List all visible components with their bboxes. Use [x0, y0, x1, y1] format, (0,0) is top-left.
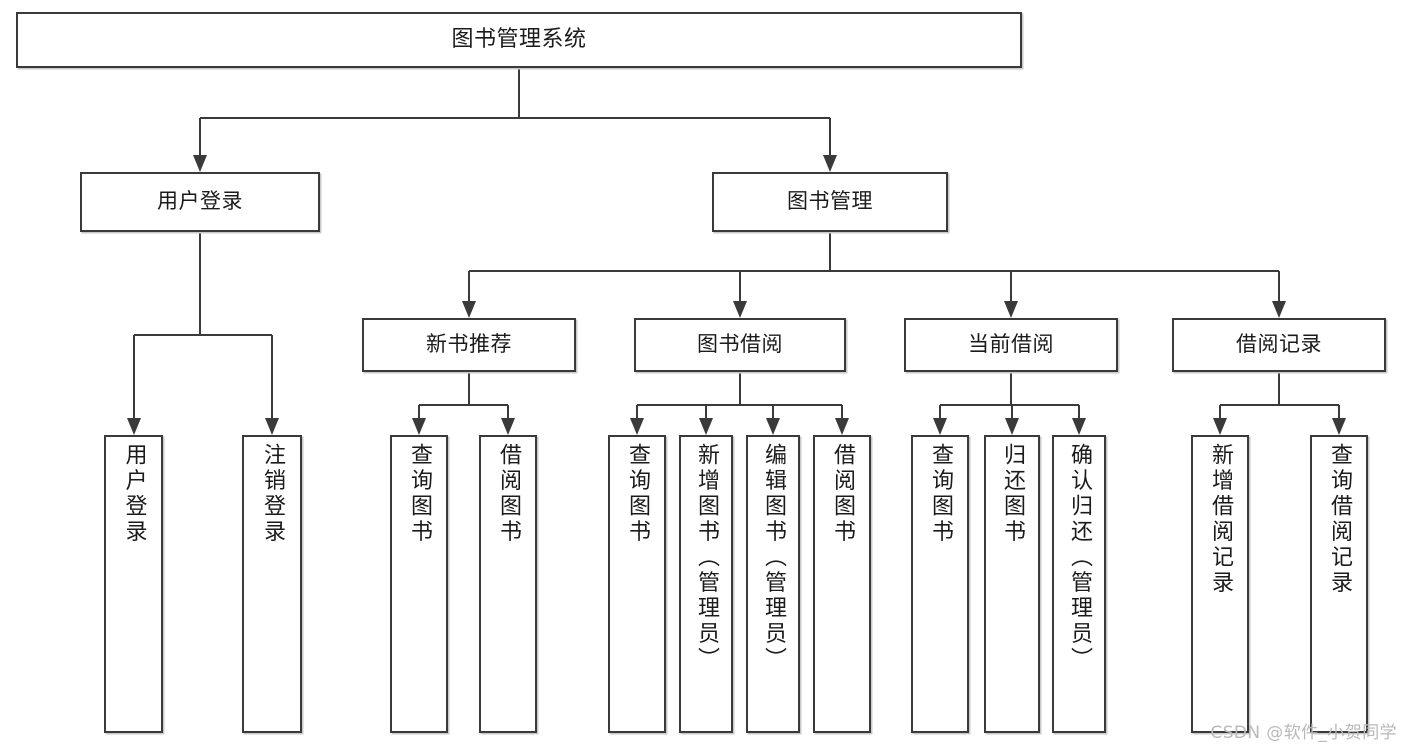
node-label: 确认归还（管理员）: [1067, 443, 1092, 673]
watermark-csdn: CSDN @软件_小贺同学: [1210, 723, 1397, 743]
connector-drop: [636, 405, 638, 420]
node-label: 用户登录: [121, 443, 147, 545]
connector-drop: [1219, 405, 1221, 420]
connector-bus-user-login: [133, 334, 272, 336]
arrowhead-icon: [1004, 301, 1018, 318]
node-new-book-recommendation[interactable]: 新书推荐: [362, 318, 576, 372]
node-add-book[interactable]: 新增图书（管理员）: [679, 435, 733, 733]
node-label: 查询图书: [928, 443, 953, 545]
node-label: 图书管理系统: [451, 26, 587, 52]
node-user-login[interactable]: 用户登录: [104, 435, 163, 733]
node-label: 查询借阅记录: [1327, 443, 1352, 596]
connector-drop: [1010, 271, 1012, 303]
arrowhead-icon: [1005, 418, 1019, 435]
node-borrowing-record[interactable]: 借阅记录: [1172, 318, 1386, 372]
node-borrow-book-bor[interactable]: 借阅图书: [813, 435, 871, 733]
connector-drop: [772, 405, 774, 420]
arrowhead-icon: [265, 418, 279, 435]
connector-bus-borrow-record: [1220, 404, 1339, 406]
node-label: 借阅图书: [496, 443, 521, 545]
connector-drop: [1338, 405, 1340, 420]
node-label: 注销登录: [260, 443, 285, 545]
node-label: 归还图书: [1000, 443, 1025, 545]
connector-drop: [705, 405, 707, 420]
connector-stem-book-borrow: [739, 372, 741, 405]
arrowhead-icon: [501, 418, 515, 435]
arrowhead-icon: [1272, 301, 1286, 318]
arrowhead-icon: [462, 301, 476, 318]
node-root-system[interactable]: 图书管理系统: [16, 12, 1022, 68]
node-label: 查询图书: [407, 443, 432, 545]
connector-drop: [271, 335, 273, 420]
connector-drop: [739, 271, 741, 303]
connector-stem-borrow-record: [1278, 372, 1280, 405]
node-label: 图书借阅: [697, 332, 783, 357]
arrowhead-icon: [193, 155, 207, 172]
arrowhead-icon: [933, 418, 947, 435]
arrowhead-icon: [412, 418, 426, 435]
connector-stem-root: [518, 68, 520, 118]
arrowhead-icon: [126, 418, 141, 435]
connector-drop: [1078, 405, 1080, 420]
connector-bus-new-book-rec: [419, 404, 508, 406]
connector-bus-root: [200, 117, 830, 119]
node-label: 新书推荐: [426, 332, 512, 357]
node-label: 图书管理: [787, 189, 873, 214]
connector-drop: [841, 405, 843, 420]
connector-drop: [199, 118, 201, 157]
node-current-borrowing[interactable]: 当前借阅: [904, 318, 1118, 372]
connector-drop: [132, 335, 135, 420]
node-label: 查询图书: [625, 443, 650, 545]
connector-drop: [1278, 271, 1280, 303]
node-query-book-bor[interactable]: 查询图书: [608, 435, 666, 733]
connector-drop: [507, 405, 509, 420]
node-query-book-cur[interactable]: 查询图书: [911, 435, 969, 733]
connector-stem-book-manage: [829, 232, 831, 271]
connector-drop: [1011, 405, 1013, 420]
node-book-management[interactable]: 图书管理: [712, 172, 948, 232]
connector-stem-user-login: [199, 232, 201, 335]
connector-bus-book-borrow: [637, 404, 842, 406]
arrowhead-icon: [1072, 418, 1086, 435]
arrowhead-icon: [630, 418, 644, 435]
node-label: 编辑图书（管理员）: [761, 443, 786, 673]
arrowhead-icon: [699, 418, 713, 435]
connector-drop: [418, 405, 420, 420]
node-borrow-book-rec[interactable]: 借阅图书: [479, 435, 537, 733]
connector-drop: [829, 118, 831, 157]
node-query-book-rec[interactable]: 查询图书: [390, 435, 448, 733]
node-label: 当前借阅: [968, 332, 1054, 357]
connector-bus-book-manage: [469, 270, 1279, 272]
connector-bus-current-borrow: [940, 404, 1079, 406]
node-label: 用户登录: [157, 189, 243, 214]
connector-drop: [468, 271, 470, 303]
node-label: 借阅图书: [830, 443, 855, 545]
arrowhead-icon: [835, 418, 849, 435]
node-user-logout[interactable]: 注销登录: [242, 435, 302, 733]
node-label: 新增借阅记录: [1208, 443, 1233, 596]
connector-drop: [939, 405, 941, 420]
node-confirm-return[interactable]: 确认归还（管理员）: [1052, 435, 1106, 733]
arrowhead-icon: [1332, 418, 1346, 435]
arrowhead-icon: [766, 418, 780, 435]
node-query-record[interactable]: 查询借阅记录: [1310, 435, 1368, 733]
node-label: 借阅记录: [1236, 332, 1322, 357]
connector-stem-new-book-rec: [468, 372, 470, 405]
node-edit-book[interactable]: 编辑图书（管理员）: [746, 435, 800, 733]
arrowhead-icon: [1213, 418, 1227, 435]
node-book-borrowing[interactable]: 图书借阅: [634, 318, 846, 372]
node-label: 新增图书（管理员）: [694, 443, 719, 673]
connector-stem-current-borrow: [1010, 372, 1012, 405]
arrowhead-icon: [823, 155, 837, 172]
node-user-login[interactable]: 用户登录: [80, 172, 320, 232]
node-return-book[interactable]: 归还图书: [984, 435, 1040, 733]
arrowhead-icon: [733, 301, 747, 318]
node-add-record[interactable]: 新增借阅记录: [1191, 435, 1249, 733]
